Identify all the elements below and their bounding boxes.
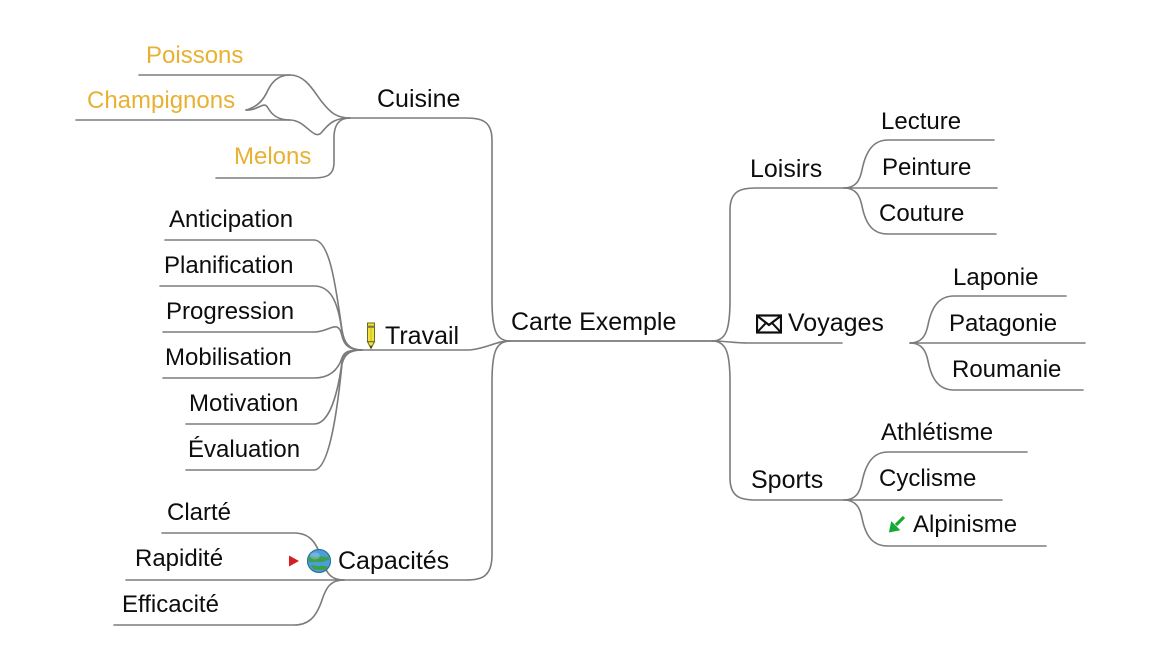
node-patagonie[interactable]: Patagonie	[949, 312, 1057, 336]
node-laponie-label: Laponie	[953, 264, 1039, 291]
node-sports[interactable]: Sports	[751, 468, 823, 493]
node-rapidite[interactable]: Rapidité	[135, 547, 223, 571]
node-sports-label: Sports	[751, 466, 824, 494]
node-anticipation-label: Anticipation	[169, 206, 294, 233]
node-cuisine[interactable]: Cuisine	[377, 87, 460, 112]
node-travail[interactable]: Travail	[363, 322, 459, 350]
connector-cuisine-stub	[245, 74, 291, 111]
connector-root-to-loisirs	[711, 187, 845, 342]
connector-sports-to-athletisme	[843, 451, 1028, 501]
connector-sports-to-alpinisme	[843, 499, 1047, 547]
node-laponie[interactable]: Laponie	[953, 266, 1038, 290]
node-capacites[interactable]: Capacités	[288, 548, 449, 574]
connector-loisirs-to-couture	[843, 187, 997, 235]
node-champignons[interactable]: Champignons	[87, 89, 235, 113]
node-efficacite[interactable]: Efficacité	[122, 593, 219, 617]
node-loisirs[interactable]: Loisirs	[750, 157, 822, 182]
node-voyages-label: Voyages	[788, 309, 884, 337]
node-mobilisation-label: Mobilisation	[165, 344, 292, 371]
connector-root-to-sports	[711, 340, 845, 501]
node-melons-label: Melons	[234, 143, 312, 170]
red-triangle-icon	[288, 554, 300, 568]
node-alpinisme[interactable]: Alpinisme	[885, 513, 1017, 537]
node-athletisme-label: Athlétisme	[881, 419, 994, 446]
node-roumanie-label: Roumanie	[952, 356, 1062, 383]
connector-cuisine-stub-lower	[245, 104, 291, 121]
node-rapidite-label: Rapidité	[135, 545, 224, 572]
node-clarte[interactable]: Clarté	[167, 501, 231, 525]
connector-root-to-capacites	[343, 340, 511, 581]
node-couture[interactable]: Couture	[879, 202, 964, 226]
node-alpinisme-label: Alpinisme	[913, 511, 1018, 538]
node-root[interactable]: Carte Exemple	[511, 310, 676, 335]
connector-cuisine-to-poissons	[138, 74, 351, 119]
connector-voyages-to-laponie	[909, 295, 1067, 344]
node-efficacite-label: Efficacité	[122, 591, 219, 618]
node-cuisine-label: Cuisine	[377, 85, 461, 113]
node-motivation[interactable]: Motivation	[189, 392, 298, 416]
node-anticipation[interactable]: Anticipation	[169, 208, 293, 232]
connector-cuisine-to-melons	[215, 117, 351, 179]
node-peinture[interactable]: Peinture	[882, 156, 971, 180]
node-poissons-label: Poissons	[146, 42, 244, 69]
connector-loisirs-to-lecture	[843, 139, 995, 189]
connector-cuisine-to-champignons	[75, 117, 351, 136]
node-athletisme[interactable]: Athlétisme	[881, 421, 993, 445]
connector-travail-to-progression	[162, 326, 363, 351]
node-planification-label: Planification	[164, 252, 294, 279]
pencil-icon	[363, 322, 379, 350]
node-root-label: Carte Exemple	[511, 308, 677, 336]
node-cyclisme[interactable]: Cyclisme	[879, 467, 976, 491]
connector-root-to-cuisine	[349, 117, 511, 342]
node-lecture-label: Lecture	[881, 108, 962, 135]
globe-icon	[306, 548, 332, 574]
node-clarte-label: Clarté	[167, 499, 232, 526]
node-loisirs-label: Loisirs	[750, 155, 823, 183]
green-arrow-icon	[885, 514, 907, 536]
node-motivation-label: Motivation	[189, 390, 299, 417]
node-lecture[interactable]: Lecture	[881, 110, 961, 134]
connector-voyages-to-roumanie	[909, 342, 1084, 391]
node-progression-label: Progression	[166, 298, 295, 325]
node-cyclisme-label: Cyclisme	[879, 465, 977, 492]
connector-root-to-voyages	[711, 340, 843, 344]
connector-travail-to-evaluation	[185, 349, 363, 471]
node-mobilisation[interactable]: Mobilisation	[165, 346, 292, 370]
node-champignons-label: Champignons	[87, 87, 236, 114]
node-progression[interactable]: Progression	[166, 300, 294, 324]
node-capacites-label: Capacités	[338, 546, 450, 575]
node-roumanie[interactable]: Roumanie	[952, 358, 1061, 382]
node-evaluation-label: Évaluation	[188, 436, 301, 463]
node-patagonie-label: Patagonie	[949, 310, 1058, 337]
node-melons[interactable]: Melons	[234, 145, 311, 169]
node-planification[interactable]: Planification	[164, 254, 293, 278]
node-poissons[interactable]: Poissons	[146, 44, 243, 68]
node-evaluation[interactable]: Évaluation	[188, 438, 300, 462]
node-voyages[interactable]: Voyages	[755, 309, 884, 337]
node-travail-label: Travail	[385, 321, 460, 350]
node-peinture-label: Peinture	[882, 154, 972, 181]
envelope-icon	[755, 313, 783, 334]
node-couture-label: Couture	[879, 200, 965, 227]
connector-capacites-to-efficacite	[113, 579, 345, 626]
